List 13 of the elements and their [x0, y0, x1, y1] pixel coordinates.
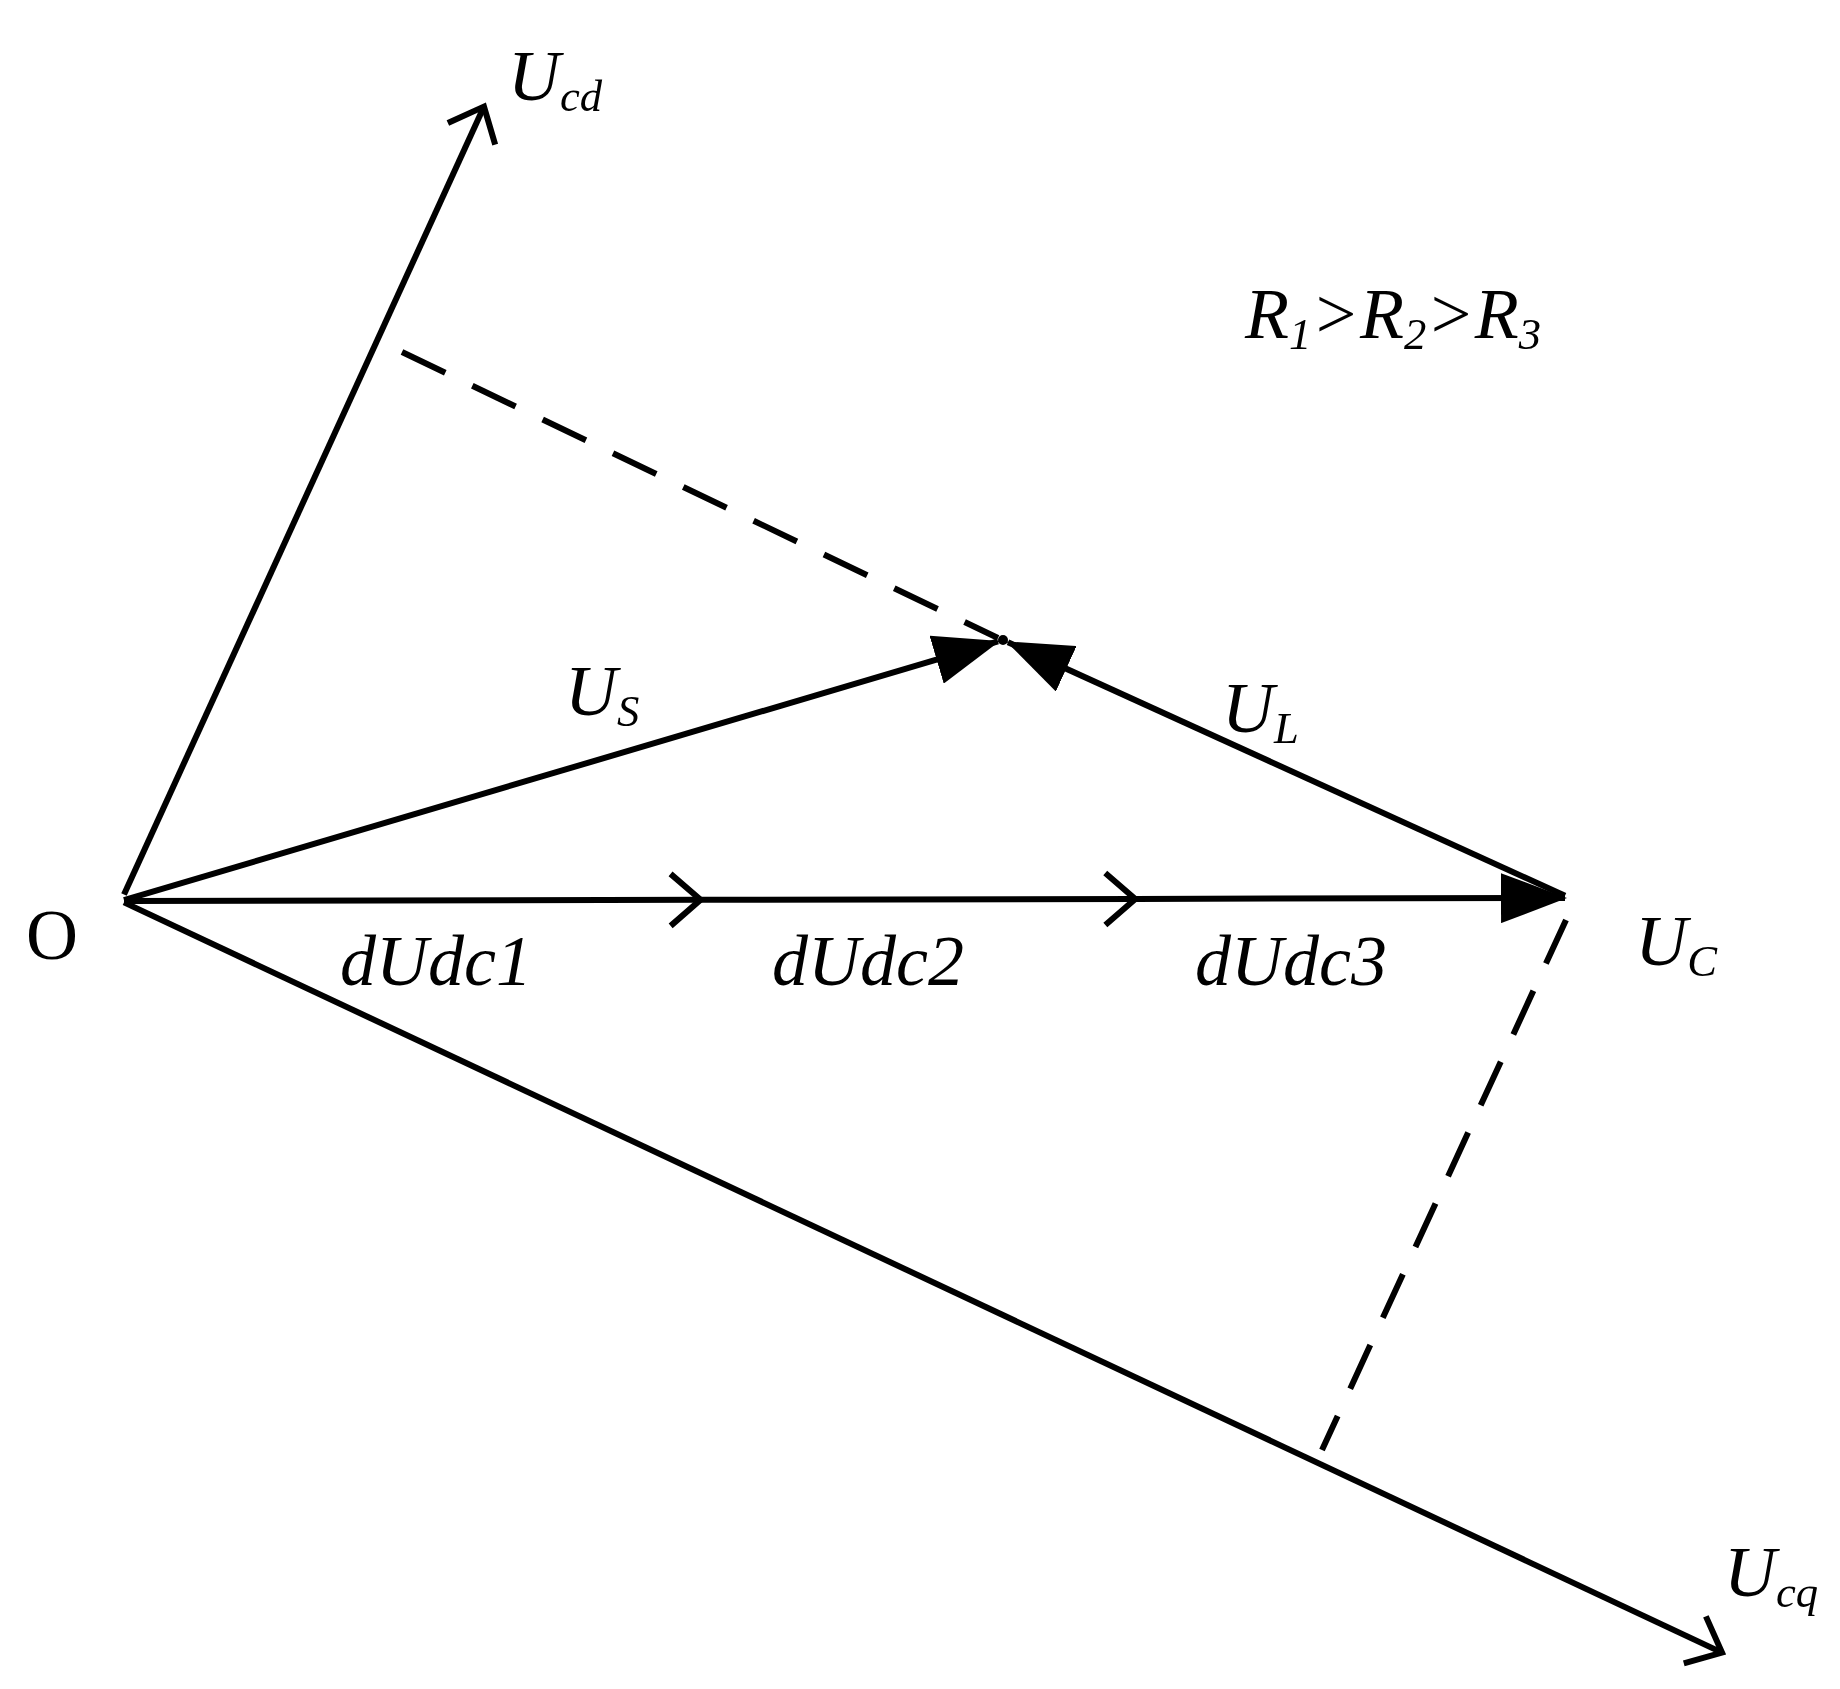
vector-label: U$_{cd}$: [484, 30, 660, 115]
vector-arrow: [124, 870, 1567, 929]
vector-label: U$_{C}$: [1565, 880, 1725, 990]
vector-label: U$_{cq}$: [1722, 1530, 1840, 1660]
vector-tip: [998, 635, 1008, 645]
segment-label: dUdc3: [1195, 925, 1387, 997]
edge-label: U$_{L}$: [1222, 672, 1299, 751]
vector-label: O: [20, 868, 124, 975]
segment-label: dUdc2: [772, 925, 964, 997]
segment-label: dUdc1: [340, 925, 532, 997]
vector-arrow: [121, 103, 499, 896]
condition-note: R$_{1}$>R$_{2}$>R$_{3}$: [1245, 278, 1542, 357]
edge-label: U$_{S}$: [565, 655, 640, 734]
